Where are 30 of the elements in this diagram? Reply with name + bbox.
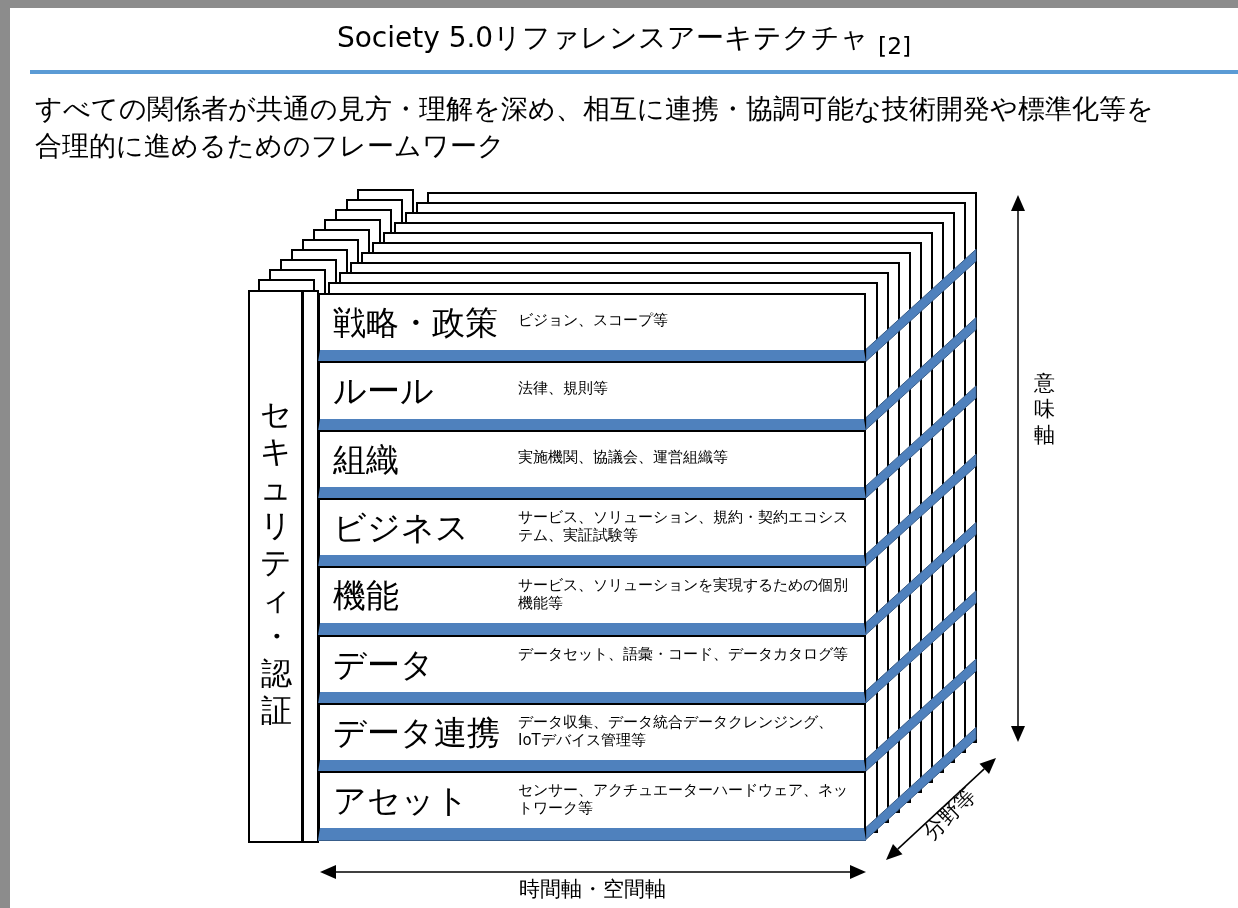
layer-description: ビジョン、スコープ等 — [518, 311, 669, 329]
layer-description: 実施機関、協議会、運営組織等 — [518, 447, 729, 466]
axis-label: 意味軸 — [1032, 370, 1056, 448]
vertical-label: セキュリティ・認証 — [259, 396, 293, 729]
layer-heading: アセット — [333, 781, 469, 822]
layer-description: サービス、ソリューション、規約・契約エコシステム、実証試験等 — [518, 507, 849, 544]
layer-heading: 組織 — [333, 439, 399, 480]
layer-description: 法律、規則等 — [518, 379, 609, 398]
vertical-label-box — [248, 290, 303, 843]
layer-heading: ルール — [333, 371, 434, 412]
layer-heading: データ — [333, 644, 434, 685]
layer-heading: 機能 — [333, 576, 399, 617]
layer-box — [318, 293, 866, 363]
layer-box — [318, 429, 866, 499]
layer-box — [318, 497, 866, 568]
layer-heading: データ連携 — [333, 712, 500, 753]
layer-description: データセット、語彙・コード、データカタログ等 — [518, 644, 849, 663]
layer-description: データ収集、データ統合データクレンジング、IoTデバイス管理等 — [518, 712, 834, 749]
layer-box — [318, 634, 866, 704]
layer-box — [318, 566, 866, 636]
layer-box — [318, 361, 866, 431]
layer-description: センサー、アクチュエーターハードウェア、ネットワーク等 — [518, 781, 849, 818]
layer-box — [318, 702, 866, 773]
description-text: すべての関係者が共通の見方・理解を深め、相互に連携・協調可能な技術開発や標準化等を合理的に進めるためのフレームワーク — [35, 92, 1155, 163]
layer-heading: ビジネス — [333, 507, 469, 548]
axis-label: 時間軸・空間軸 — [517, 876, 667, 902]
layer-heading: 戦略・政策 — [333, 303, 498, 343]
axis-label: 分野等 — [918, 783, 981, 845]
layer-box — [318, 771, 866, 841]
layer-description: サービス、ソリューションを実現するための個別機能等 — [518, 576, 849, 613]
